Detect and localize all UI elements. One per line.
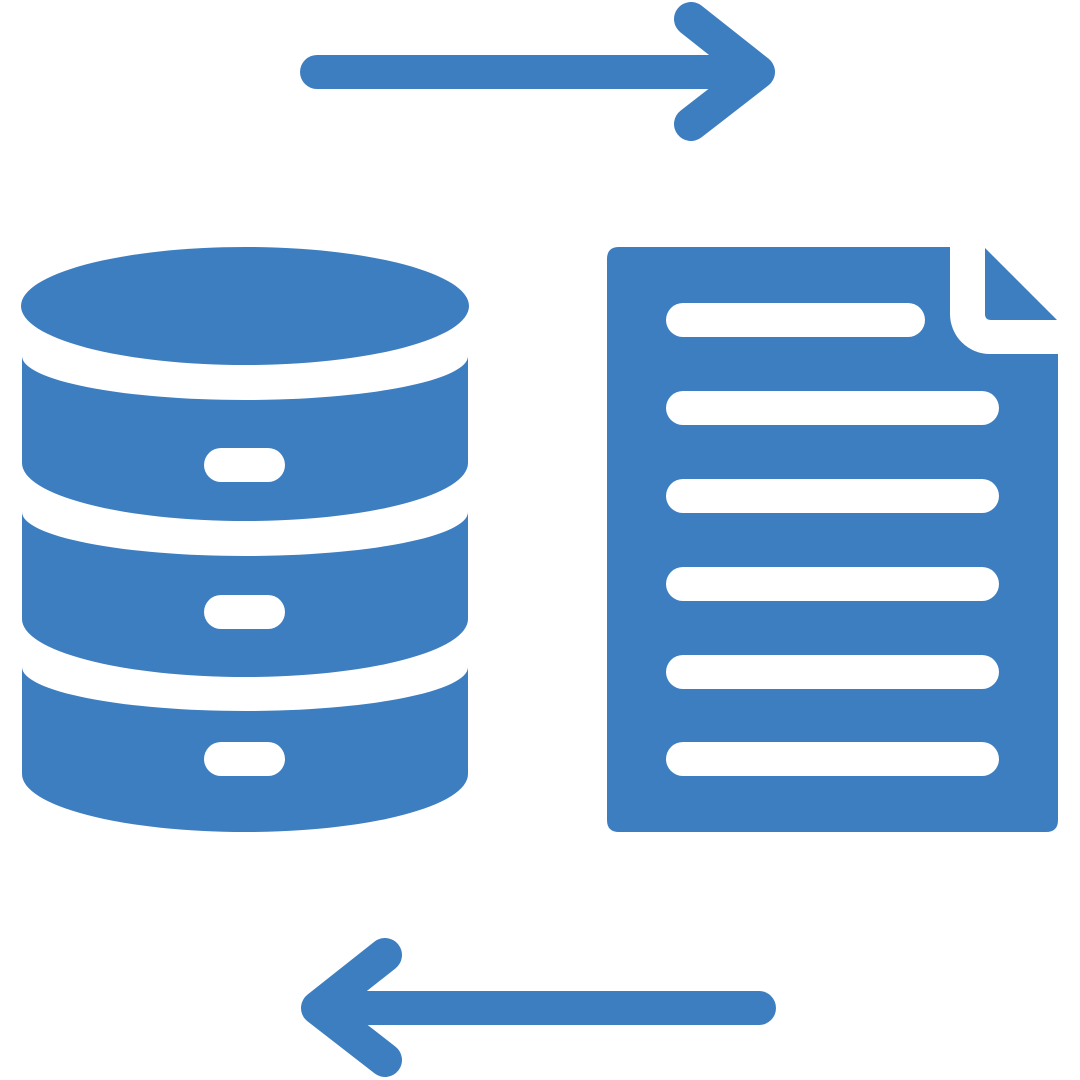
database-segment [22, 356, 468, 521]
document-text-lines [666, 303, 999, 776]
document-icon [607, 247, 1058, 832]
database-slot [204, 742, 285, 776]
database-slot [204, 595, 285, 629]
database-segment [22, 512, 468, 677]
database-slot [204, 448, 285, 482]
database-top [21, 247, 469, 365]
arrow-right-icon [300, 2, 775, 141]
arrow-left-icon [301, 938, 776, 1077]
document-folded-corner [985, 248, 1057, 320]
database-icon [21, 247, 469, 832]
